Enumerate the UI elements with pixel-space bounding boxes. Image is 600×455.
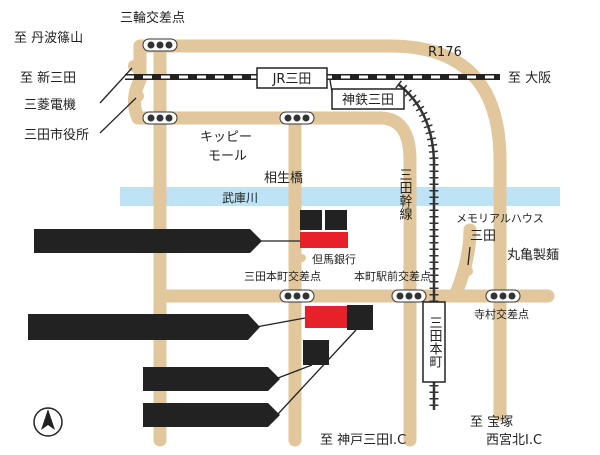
to-kobe-sanda-ic-label: 至 神戸三田I.C [320, 433, 406, 448]
road-east-branch [448, 223, 477, 303]
jr-sanda-station: JR三田 [256, 67, 328, 89]
mukogawa-label: 武庫川 [222, 191, 258, 205]
parking-letter: P [331, 212, 342, 230]
signal-central-north [279, 111, 315, 125]
banner-sunrise-hotel-honmachi-text: さんだサンライズホテル本町 [34, 319, 216, 336]
banner-parking-1: 第１駐車場 [143, 367, 280, 391]
mukogawa-river [120, 187, 560, 206]
signal-honmachi-station [391, 289, 427, 303]
miwa-crossing-label: 三輪交差点 [120, 10, 185, 26]
kippie-mall-label-line2: モール [208, 149, 247, 164]
sanda-honmachi-station-label: 三田本町 [427, 316, 443, 368]
tajima-bank-label: 但馬銀行 [312, 252, 356, 266]
banner-sunrise-hotel: さんだサンライズホテル [34, 229, 262, 253]
shintetsu-sanda-station: 神鉄三田 [331, 88, 405, 110]
parking-icon-hotel-a: P [300, 210, 322, 230]
sunrise-hotel-building [300, 232, 348, 248]
to-tambasasayama-label: 至 丹波篠山 [14, 31, 83, 46]
r176-label: R176 [428, 45, 462, 60]
sanda-honmachi-station: 三田本町 [422, 301, 446, 383]
signal-west-middle [142, 111, 178, 125]
tajima-bank-marker [298, 254, 306, 262]
signal-teramura [485, 289, 521, 303]
to-takarazuka-label: 至 宝塚 [470, 415, 513, 430]
sanda-city-hall-label: 三田市役所 [24, 127, 89, 143]
parking-icons: P P P P [300, 210, 373, 365]
honmachi-station-crossing-label: 本町駅前交差点 [354, 269, 431, 283]
north-arrow-icon [33, 407, 63, 437]
memorial-house-marker [463, 266, 473, 276]
jr-sanda-label: JR三田 [272, 72, 312, 87]
sanda-line-label: 三田幹線 [397, 168, 413, 220]
parking-icon-lot-1: P [303, 340, 329, 365]
traffic-signals [142, 38, 521, 303]
sanda-honmachi-crossing-label: 三田本町交差点 [244, 269, 321, 283]
parking-icon-hotel-b: P [325, 210, 347, 230]
sunrise-hotel-honmachi-building [305, 306, 347, 328]
banner-parking-2: 第２駐車場 [143, 403, 280, 427]
teramura-crossing-label: 寺村交差点 [474, 307, 529, 321]
parking-letter: P [353, 308, 366, 329]
parking-icon-honmachi: P [347, 305, 373, 330]
parking-letter: P [309, 343, 322, 364]
banner-parking-1-text: 第１駐車場 [152, 372, 222, 389]
banner-sunrise-hotel-text: さんだサンライズホテル [42, 233, 196, 250]
to-osaka-label: 至 大阪 [508, 71, 551, 86]
banner-sunrise-hotel-honmachi: さんだサンライズホテル本町 [28, 314, 260, 340]
signal-miwa [142, 38, 178, 52]
aioibashi-label: 相生橋 [264, 171, 303, 186]
memorial-house-label-line2: 三田 [470, 229, 496, 244]
parking-letter: P [306, 212, 317, 230]
shintetsu-sanda-label: 神鉄三田 [342, 93, 394, 108]
memorial-house-label-line1: メモリアルハウス [456, 212, 544, 225]
signal-sanda-honmachi [279, 289, 315, 303]
nishinomiyakita-ic-label: 西宮北I.C [486, 432, 542, 448]
to-shinsanda-label: 至 新三田 [20, 70, 76, 86]
banner-parking-2-text: 第２駐車場 [152, 408, 222, 425]
leader-lines [99, 67, 471, 415]
mitsubishi-denki-label: 三菱電機 [24, 98, 76, 113]
road-east-west-middle [153, 111, 417, 447]
marugame-seimen-label: 丸亀製麺 [507, 248, 559, 263]
shintetsu-line [395, 80, 439, 410]
kippie-mall-label-line1: キッピー [200, 130, 252, 145]
